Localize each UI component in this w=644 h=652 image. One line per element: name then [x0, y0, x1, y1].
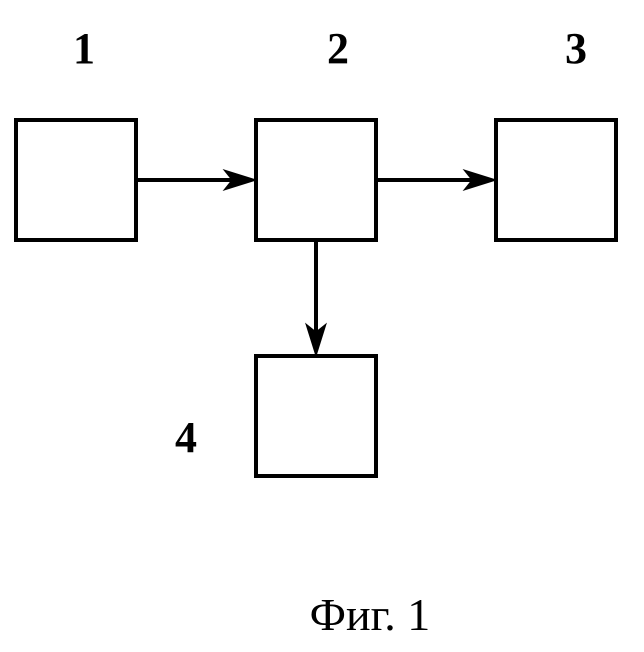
edge-1-to-2 [136, 170, 256, 190]
node-2-box [256, 120, 376, 240]
edge-2-to-3 [376, 170, 496, 190]
node-1: 1 [16, 24, 136, 240]
node-2: 2 [256, 24, 376, 240]
node-4-label: 4 [175, 413, 197, 462]
node-4-box [256, 356, 376, 476]
edge-2-to-4 [306, 240, 326, 356]
node-2-label: 2 [327, 24, 349, 73]
node-3-box [496, 120, 616, 240]
node-4: 4 [175, 356, 376, 476]
figure-caption: Фиг. 1 [310, 589, 431, 640]
node-3: 3 [496, 24, 616, 240]
node-3-label: 3 [565, 24, 587, 73]
node-1-label: 1 [73, 24, 95, 73]
node-1-box [16, 120, 136, 240]
